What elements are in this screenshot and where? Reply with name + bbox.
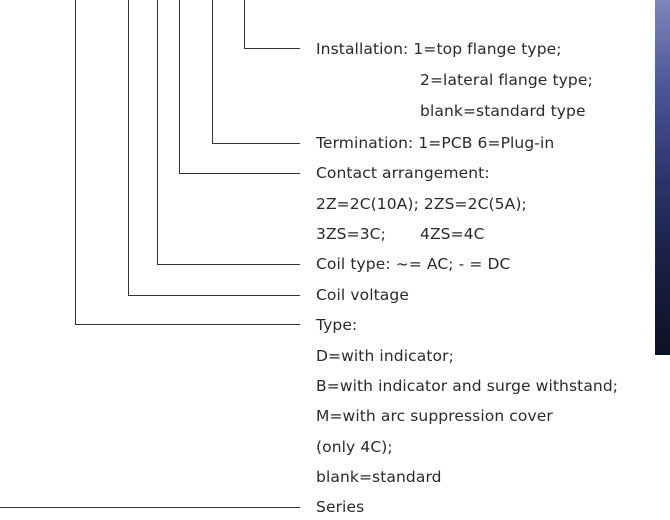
label-type: Type:	[316, 316, 358, 334]
connector-contact	[179, 0, 300, 174]
label-coil-voltage: Coil voltage	[316, 286, 409, 304]
connector-termination	[212, 0, 300, 144]
label-contact-arrangement: Contact arrangement:	[316, 164, 490, 182]
background-photo-edge	[655, 0, 670, 355]
label-type-d: D=with indicator;	[316, 347, 454, 365]
connector-type	[75, 0, 300, 325]
label-coil-type: Coil type: ~= AC; - = DC	[316, 255, 511, 273]
label-type-b: B=with indicator and surge withstand;	[316, 377, 619, 395]
connector-coil-type	[157, 0, 300, 265]
label-type-m-note: (only 4C);	[316, 438, 393, 456]
label-type-standard: blank=standard	[316, 468, 442, 486]
label-type-m: M=with arc suppression cover	[316, 407, 553, 425]
label-installation: Installation: 1=top flange type;	[316, 40, 562, 58]
label-termination: Termination: 1=PCB 6=Plug-in	[316, 134, 555, 152]
label-contact-2z: 2Z=2C(10A); 2ZS=2C(5A);	[316, 195, 527, 213]
connector-coil-voltage	[128, 0, 300, 296]
label-contact-4zs: 4ZS=4C	[420, 225, 485, 243]
label-installation-standard: blank=standard type	[420, 102, 586, 120]
label-installation-lateral: 2=lateral flange type;	[420, 71, 593, 89]
connector-installation	[244, 0, 300, 49]
label-series: Series	[316, 498, 365, 516]
label-contact-3zs: 3ZS=3C;	[316, 225, 386, 243]
